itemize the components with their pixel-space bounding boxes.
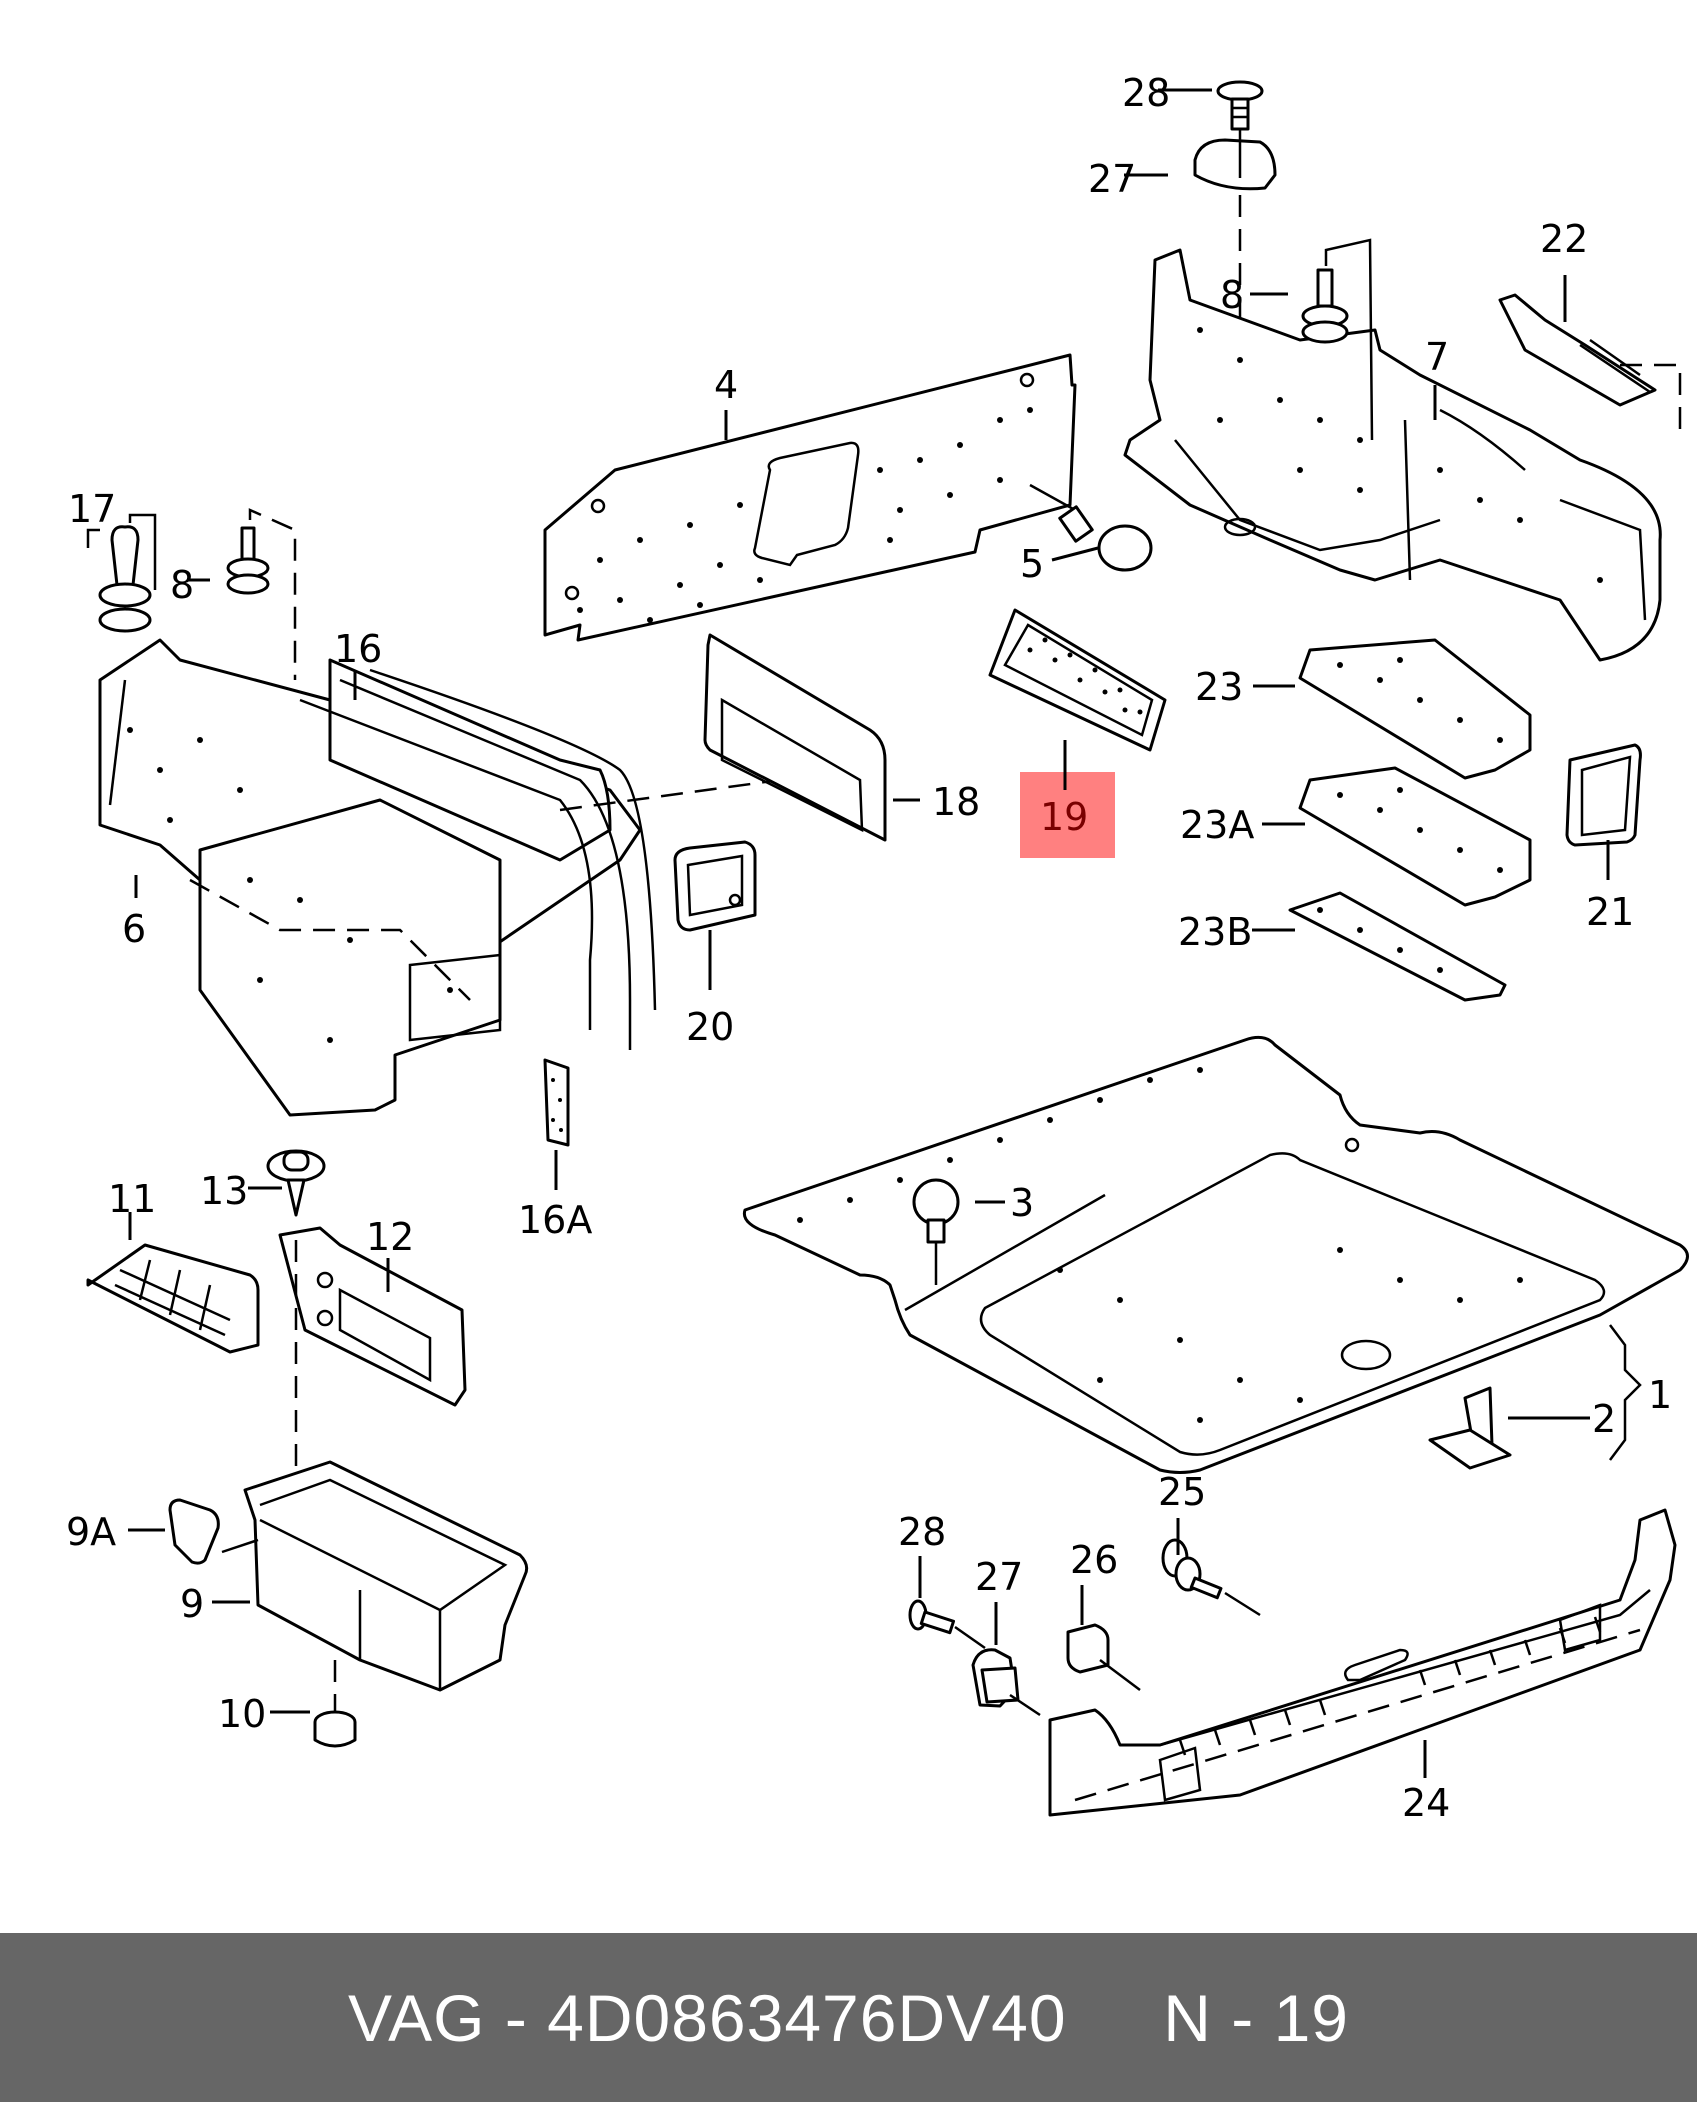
part-22-bracket[interactable]: [1498, 293, 1657, 407]
part-7-floor-tray[interactable]: [1123, 248, 1662, 662]
part-16A-pad[interactable]: [543, 1058, 570, 1147]
part-9-storage-tray[interactable]: [243, 1460, 529, 1692]
highlight-box: [1020, 772, 1115, 858]
perforation-dots: [577, 407, 1033, 623]
label-10: 10: [218, 1692, 266, 1736]
brand-name: VAG: [348, 1980, 486, 2055]
part-27-bracket-bottom[interactable]: [971, 1648, 1041, 1717]
part-23B-strip[interactable]: [1288, 891, 1507, 1002]
part-13-screw[interactable]: [266, 1149, 326, 1217]
label-27-bottom: 27: [975, 1555, 1023, 1599]
part-9A-cap[interactable]: [168, 1498, 220, 1565]
position-number: 19: [1273, 1980, 1349, 2055]
label-2: 2: [1592, 1397, 1616, 1441]
position-separator: -: [1211, 1980, 1274, 2055]
label-4: 4: [714, 363, 738, 407]
parts-diagram: 4 5 28 27 7: [66, 71, 1689, 1825]
caption-separator: -: [485, 1980, 548, 2055]
position-label: N: [1163, 1980, 1212, 2055]
part-12-trim-bracket[interactable]: [278, 1226, 467, 1407]
label-28-bottom: 28: [898, 1510, 946, 1554]
label-1: 1: [1648, 1373, 1672, 1417]
label-23: 23: [1195, 665, 1243, 709]
part-27-bracket-top[interactable]: [1193, 130, 1277, 191]
part-1-loading-floor[interactable]: [742, 1035, 1689, 1474]
label-26: 26: [1070, 1538, 1118, 1582]
label-9A: 9A: [66, 1510, 116, 1554]
part-3-clip[interactable]: [912, 1178, 960, 1285]
part-26-clip[interactable]: [1066, 1623, 1141, 1691]
label-19[interactable]: 19: [1040, 795, 1088, 839]
label-16: 16: [334, 627, 382, 671]
label-8-right: 8: [1220, 273, 1244, 317]
label-23B: 23B: [1178, 910, 1252, 954]
part-20-cover-cap[interactable]: [673, 840, 757, 932]
part-5-clip[interactable]: [1029, 483, 1153, 572]
label-6: 6: [122, 907, 146, 951]
label-20: 20: [686, 1005, 734, 1049]
label-25: 25: [1158, 1470, 1206, 1514]
label-27-top: 27: [1088, 157, 1136, 201]
label-13: 13: [200, 1169, 248, 1213]
part-8-clip-right[interactable]: [1301, 268, 1349, 344]
part-28-screw-bottom[interactable]: [908, 1599, 986, 1650]
part-16-wheel-housing-trim[interactable]: [189, 658, 657, 1117]
part-28-screw-top[interactable]: [1216, 80, 1264, 131]
part-2-bracket[interactable]: [1428, 1386, 1512, 1470]
label-23A: 23A: [1180, 803, 1254, 847]
part-18-storage-cover[interactable]: [703, 633, 887, 842]
label-3: 3: [1010, 1181, 1034, 1225]
part-number: 4D0863476DV40: [547, 1980, 1067, 2055]
part-23-cover[interactable]: [1298, 638, 1532, 780]
part-23A-cover[interactable]: [1298, 766, 1532, 907]
label-17: 17: [68, 487, 116, 531]
part-24-sill-trim[interactable]: [1048, 1508, 1677, 1817]
part-8-clip-left[interactable]: [226, 526, 270, 595]
part-info-footer: VAG - 4D0863476DV40 N - 19: [0, 1933, 1697, 2102]
label-28-top: 28: [1122, 71, 1170, 115]
label-18: 18: [932, 780, 980, 824]
part-25-pin[interactable]: [1161, 1538, 1261, 1617]
label-8-left: 8: [170, 563, 194, 607]
part-10-rubber-buffer[interactable]: [313, 1710, 357, 1748]
label-22: 22: [1540, 217, 1588, 261]
label-21: 21: [1586, 890, 1634, 934]
label-7: 7: [1425, 335, 1449, 379]
part-4-panel[interactable]: [543, 353, 1077, 642]
label-5: 5: [1020, 542, 1044, 586]
label-16A: 16A: [518, 1198, 592, 1242]
part-21-cover-cap[interactable]: [1565, 743, 1642, 847]
part-19-pad[interactable]: [988, 608, 1167, 752]
part-caption: VAG - 4D0863476DV40 N - 19: [348, 1980, 1349, 2056]
label-12: 12: [366, 1215, 414, 1259]
caption-gap: [1067, 1981, 1164, 2055]
label-24: 24: [1402, 1781, 1450, 1825]
label-9: 9: [180, 1582, 204, 1626]
part-11-vent-grille[interactable]: [86, 1243, 260, 1354]
part-17-clip[interactable]: [98, 525, 152, 633]
label-11: 11: [108, 1177, 156, 1221]
